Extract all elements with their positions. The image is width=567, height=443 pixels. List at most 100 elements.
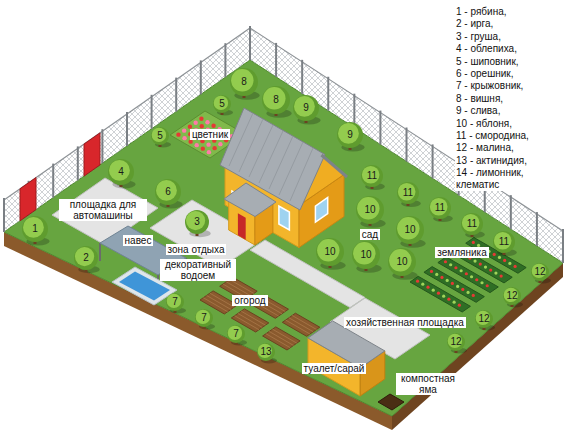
tree-highlight: [109, 160, 130, 181]
strawberry-plant: [447, 298, 450, 301]
tree: [461, 213, 485, 238]
legend-line: 7 - крыжовник,: [455, 80, 524, 92]
area-label: сад: [360, 229, 380, 240]
tree: [108, 159, 136, 189]
fence-post: [101, 129, 103, 163]
tree: [257, 343, 277, 363]
flower: [212, 146, 216, 150]
strawberry-plant: [432, 289, 435, 292]
tree-crown: [361, 165, 383, 187]
trees: [22, 68, 551, 363]
roof-edge: [322, 155, 348, 177]
legend-line: 3 - груша,: [455, 31, 502, 43]
tree-highlight: [75, 247, 94, 266]
tree: [361, 165, 385, 190]
callout-number: 10: [364, 205, 375, 215]
tree-highlight: [397, 217, 419, 239]
flower: [211, 123, 215, 127]
callout-number: 10: [360, 250, 371, 260]
tree-highlight: [494, 232, 512, 250]
shed-roof: [308, 321, 385, 368]
tree-crown: [22, 216, 48, 242]
tree-crown: [213, 95, 231, 113]
tree-highlight: [152, 128, 166, 142]
tree-crown: [396, 216, 424, 244]
tree-highlight: [448, 334, 462, 348]
fence-post: [275, 43, 277, 77]
fence-post: [52, 164, 54, 198]
callout-number: 8: [273, 95, 279, 105]
callout-number: 1: [32, 224, 38, 234]
legend-line: 14 - лимонник, клематис: [455, 167, 552, 191]
strawberry-plant: [494, 271, 497, 274]
callout-number: 9: [303, 103, 309, 113]
flower: [188, 139, 192, 143]
strawberry-plant: [458, 304, 461, 307]
tree-crown: [227, 325, 245, 343]
strawberry-plant: [454, 266, 457, 269]
tree-crown: [397, 182, 419, 204]
legend-line: 4 - облепиха,: [455, 43, 518, 55]
strawberry-plant: [460, 269, 463, 272]
strawberry-plant: [473, 259, 476, 262]
area-label: компостная яма: [396, 373, 460, 395]
strawberry-plant: [484, 265, 487, 268]
strawberry-plant: [456, 285, 459, 288]
furrow: [269, 331, 293, 345]
legend-line: 13 - актинидия,: [455, 155, 528, 167]
tree: [262, 86, 292, 118]
strawberry-plant: [493, 253, 496, 256]
callout-number: 10: [396, 257, 407, 267]
callout-number: 4: [118, 167, 124, 177]
legend-line: 8 - вишня,: [455, 93, 504, 105]
strawberry-plant: [486, 284, 489, 287]
callout-number: 12: [450, 337, 461, 347]
legend-line: 2 - ирга,: [455, 18, 494, 30]
legend-line: 6 - орешник,: [455, 68, 514, 80]
tree: [475, 310, 495, 330]
flower: [176, 132, 180, 136]
tree-highlight: [186, 211, 205, 230]
callout-number: 9: [347, 130, 353, 140]
flower: [206, 142, 210, 146]
strawberry-plant: [466, 291, 469, 294]
window: [315, 198, 327, 223]
area-label: декоративный водоем: [160, 259, 236, 281]
area-label: земляника: [435, 247, 488, 258]
callout-number: 8: [241, 77, 247, 87]
tree-highlight: [258, 344, 272, 358]
tree: [397, 182, 421, 207]
strawberry-plant: [503, 259, 506, 262]
vegetable-bed: [282, 313, 319, 336]
tree: [227, 325, 247, 345]
fence-post: [562, 229, 564, 263]
tree-crown: [262, 86, 290, 114]
compost-pit: [378, 394, 404, 410]
area-label: туалет/сарай: [302, 363, 367, 374]
fence-post: [379, 111, 381, 145]
flower: [182, 128, 186, 132]
flower: [205, 120, 209, 124]
tree-highlight: [389, 249, 411, 271]
callout-number: 3: [194, 217, 200, 227]
furrow: [292, 315, 316, 329]
tree-crown: [429, 197, 451, 219]
tree: [293, 95, 321, 125]
tree-highlight: [263, 87, 285, 109]
tree-highlight: [317, 239, 339, 261]
gate: [20, 178, 36, 221]
strawberry-plant: [426, 286, 429, 289]
tree-crown: [108, 159, 134, 185]
tree: [337, 122, 365, 152]
strawberry-plant: [498, 256, 501, 259]
fence-post: [77, 146, 79, 180]
fence-post: [3, 198, 5, 232]
tree: [493, 231, 517, 256]
tree-highlight: [362, 166, 380, 184]
furrow: [241, 311, 265, 325]
tree-highlight: [214, 96, 228, 110]
callout-number: 5: [219, 99, 225, 109]
fence-post: [249, 26, 251, 60]
tree-crown: [503, 287, 521, 305]
